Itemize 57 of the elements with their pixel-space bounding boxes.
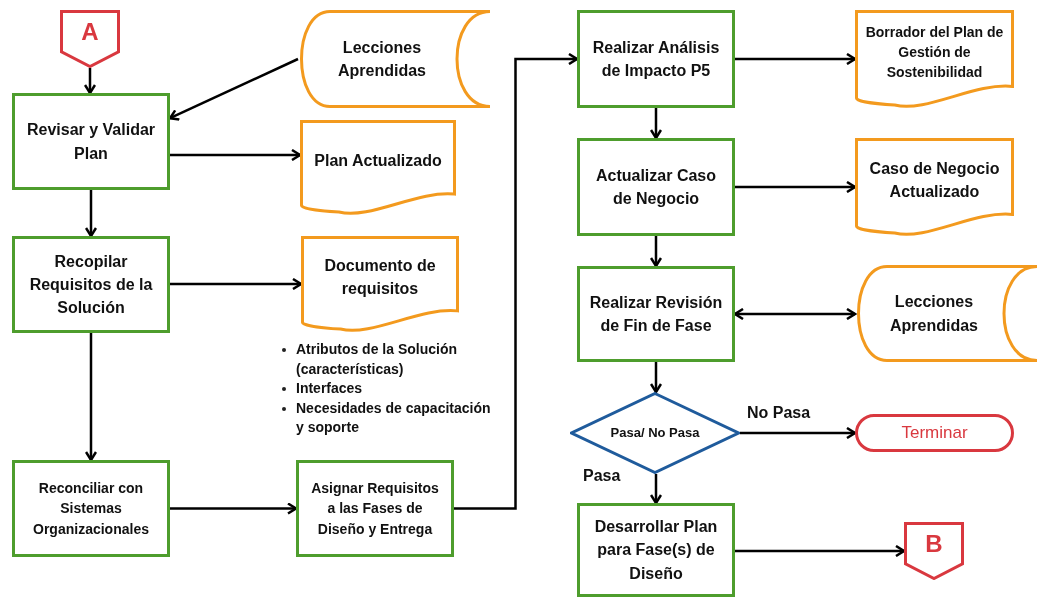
arrow — [649, 362, 663, 394]
arrow — [83, 68, 97, 95]
node-label: Lecciones Aprendidas — [337, 37, 427, 81]
stored-data-shape — [298, 10, 490, 108]
node-label: B — [925, 528, 943, 559]
document-shape — [855, 138, 1014, 236]
arrow — [170, 148, 302, 162]
arrow — [170, 502, 298, 515]
process-box — [296, 460, 454, 557]
list-item-text: Necesidades de capacitación y soporte — [296, 398, 492, 438]
process-box — [577, 503, 735, 597]
arrow — [170, 277, 303, 291]
node-label: Reconciliar con Sistemas Organizacionales — [32, 479, 150, 539]
node-label: Asignar Requisitos a las Fases de Diseño y Entrega — [310, 479, 440, 539]
node-label: Plan Actualizado — [314, 150, 442, 171]
off-page-connector — [904, 522, 964, 580]
arrow — [454, 52, 579, 510]
node-label: Realizar Revisión de Fin de Fase — [588, 292, 724, 336]
arrow — [735, 544, 906, 558]
arrow — [84, 333, 98, 462]
document-shape — [301, 236, 459, 332]
edge-label: No Pasa — [746, 405, 812, 421]
arrow — [733, 307, 857, 321]
process-box — [577, 10, 735, 108]
node-label: Realizar Análisis de Impacto P5 — [591, 37, 721, 81]
process-box — [12, 460, 170, 557]
edge-label: Pasa — [582, 468, 622, 484]
list-item-text: Interfaces — [296, 379, 363, 399]
node-label: Caso de Negocio Actualizado — [868, 158, 1001, 202]
arrow — [735, 180, 857, 194]
arrow — [168, 57, 299, 121]
node-label: Desarrollar Plan para Fase(s) de Diseño — [593, 517, 719, 584]
node-label: Borrador del Plan de Gestión de Sostenibilidad — [864, 22, 1005, 83]
node-label: Terminar — [901, 421, 968, 444]
arrow — [735, 52, 857, 66]
node-label: Pasa/ No Pasa — [610, 423, 700, 442]
process-box — [577, 266, 735, 362]
process-box — [12, 236, 170, 333]
document-shape — [855, 10, 1014, 108]
off-page-connector — [60, 10, 120, 68]
node-label: Actualizar Caso de Negocio — [594, 165, 717, 209]
process-box — [12, 93, 170, 190]
node-label: Lecciones Aprendidas — [889, 292, 979, 336]
stored-data-shape — [855, 265, 1037, 362]
arrow — [649, 108, 663, 140]
list-item-text: Atributos de la Solución (características) — [296, 340, 458, 379]
node-label: Recopilar Requisitos de la Solución — [28, 251, 154, 319]
document-shape — [300, 120, 456, 215]
arrow — [740, 426, 857, 440]
node-label: Revisar y Validar Plan — [25, 120, 157, 164]
arrow — [84, 190, 98, 238]
node-label: A — [81, 16, 99, 47]
process-box — [577, 138, 735, 236]
arrow — [649, 474, 663, 505]
node-label: Documento de requisitos — [323, 255, 437, 299]
terminator-shape — [855, 414, 1014, 452]
arrow — [649, 236, 663, 268]
